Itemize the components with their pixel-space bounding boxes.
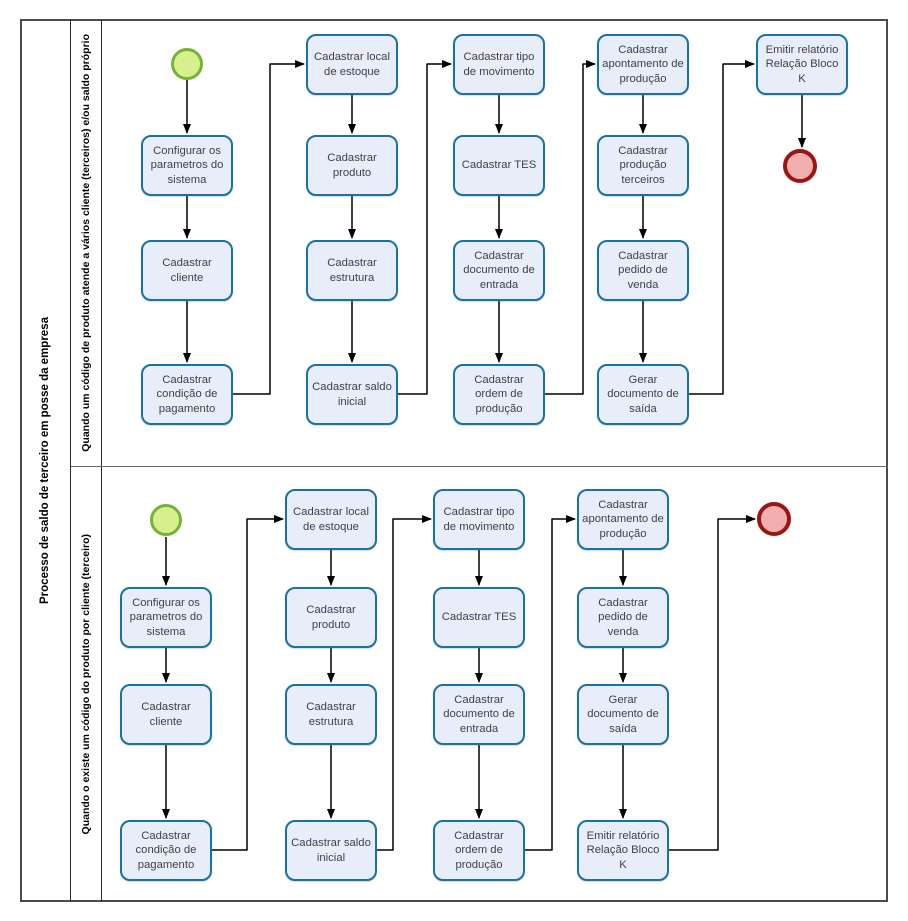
task-label: Cadastrar ordem de produção <box>474 373 524 415</box>
task-node: Cadastrar cliente <box>141 240 233 301</box>
task-node: Gerar documento de saída <box>597 364 689 425</box>
task-label: Emitir relatório Relação Bloco K <box>765 43 839 85</box>
lane-header-top: Quando um código de produto atende a vár… <box>71 19 102 466</box>
task-node: Cadastrar saldo inicial <box>285 820 377 881</box>
task-node: Cadastrar produção terceiros <box>597 135 689 196</box>
task-label: Cadastrar produto <box>306 604 356 631</box>
task-label: Cadastrar local de estoque <box>293 506 369 533</box>
task-node: Cadastrar pedido de venda <box>577 587 669 648</box>
task-node: Cadastrar local de estoque <box>306 34 398 95</box>
task-node: Cadastrar estrutura <box>306 240 398 301</box>
pool-header: Processo de saldo de terceiro em posse d… <box>20 19 71 902</box>
end-event-icon <box>783 149 817 183</box>
task-node: Cadastrar TES <box>453 135 545 196</box>
task-label: Cadastrar apontamento de produção <box>602 43 684 85</box>
task-node: Cadastrar estrutura <box>285 684 377 745</box>
task-node: Cadastrar TES <box>433 587 525 648</box>
task-node: Cadastrar produto <box>285 587 377 648</box>
task-label: Cadastrar documento de entrada <box>463 249 535 291</box>
task-label: Cadastrar local de estoque <box>314 51 390 78</box>
task-label: Emitir relatório Relação Bloco K <box>586 829 660 871</box>
end-event-icon <box>757 502 791 536</box>
task-label: Cadastrar cliente <box>162 257 212 284</box>
task-label: Cadastrar tipo de movimento <box>463 51 535 78</box>
task-label: Cadastrar saldo inicial <box>291 837 371 864</box>
task-label: Cadastrar produto <box>327 152 377 179</box>
task-node: Cadastrar condição de pagamento <box>141 364 233 425</box>
task-label: Cadastrar condição de pagamento <box>135 829 197 871</box>
start-event-icon <box>150 504 182 536</box>
task-node: Cadastrar tipo de movimento <box>433 489 525 550</box>
task-label: Configurar os parametros do sistema <box>129 596 203 638</box>
pool-title: Processo de saldo de terceiro em posse d… <box>39 317 51 604</box>
task-label: Cadastrar pedido de venda <box>598 596 648 638</box>
task-label: Cadastrar TES <box>461 159 537 172</box>
task-node: Configurar os parametros do sistema <box>141 135 233 196</box>
task-node: Cadastrar ordem de produção <box>433 820 525 881</box>
task-node: Cadastrar local de estoque <box>285 489 377 550</box>
task-label: Cadastrar condição de pagamento <box>156 373 218 415</box>
task-label: Cadastrar ordem de produção <box>454 829 504 871</box>
task-label: Cadastrar saldo inicial <box>312 381 392 408</box>
start-event-icon <box>171 48 203 80</box>
task-label: Cadastrar apontamento de produção <box>582 498 664 540</box>
task-label: Cadastrar documento de entrada <box>443 693 515 735</box>
task-label: Cadastrar estrutura <box>327 257 377 284</box>
task-node: Cadastrar documento de entrada <box>453 240 545 301</box>
task-label: Cadastrar tipo de movimento <box>443 506 515 533</box>
task-label: Cadastrar cliente <box>141 701 191 728</box>
task-node: Cadastrar saldo inicial <box>306 364 398 425</box>
task-label: Cadastrar TES <box>441 611 517 624</box>
task-node: Cadastrar apontamento de produção <box>577 489 669 550</box>
task-label: Configurar os parametros do sistema <box>150 144 224 186</box>
task-node: Configurar os parametros do sistema <box>120 587 212 648</box>
task-node: Cadastrar tipo de movimento <box>453 34 545 95</box>
lane-header-bottom: Quando o existe um código do produto por… <box>71 466 102 902</box>
task-label: Cadastrar estrutura <box>306 701 356 728</box>
task-label: Cadastrar pedido de venda <box>618 249 668 291</box>
task-node: Cadastrar ordem de produção <box>453 364 545 425</box>
task-node: Cadastrar cliente <box>120 684 212 745</box>
task-label: Cadastrar produção terceiros <box>618 144 668 186</box>
task-node: Gerar documento de saída <box>577 684 669 745</box>
task-node: Emitir relatório Relação Bloco K <box>756 34 848 95</box>
task-node: Emitir relatório Relação Bloco K <box>577 820 669 881</box>
task-node: Cadastrar condição de pagamento <box>120 820 212 881</box>
lane-title-top: Quando um código de produto atende a vár… <box>80 33 92 452</box>
task-node: Cadastrar documento de entrada <box>433 684 525 745</box>
task-node: Cadastrar produto <box>306 135 398 196</box>
lane-divider <box>71 466 888 467</box>
task-label: Gerar documento de saída <box>607 373 679 415</box>
task-node: Cadastrar apontamento de produção <box>597 34 689 95</box>
task-node: Cadastrar pedido de venda <box>597 240 689 301</box>
lane-title-bottom: Quando o existe um código do produto por… <box>80 533 92 835</box>
task-label: Gerar documento de saída <box>587 693 659 735</box>
